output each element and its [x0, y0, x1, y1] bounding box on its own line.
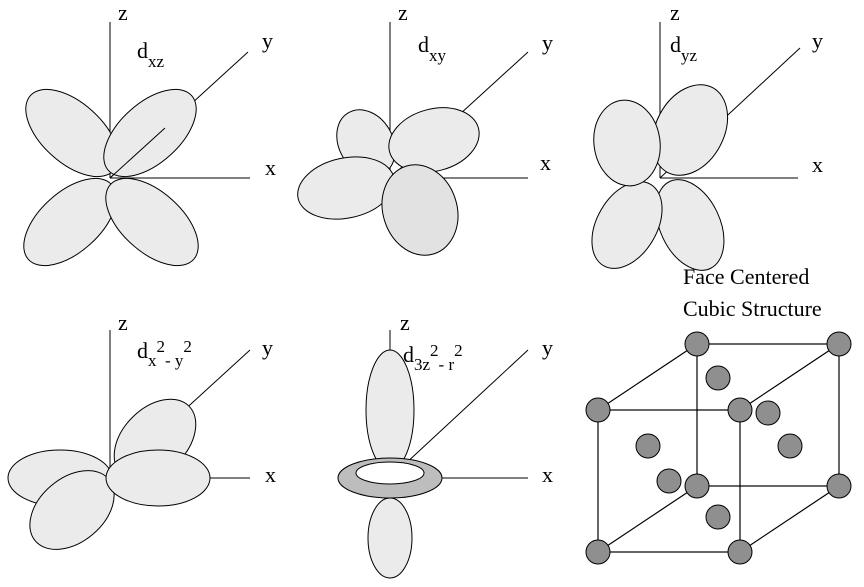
cube-edge — [597, 343, 698, 411]
panel-dxz: z y x dxz — [23, 0, 276, 267]
cube-front-face — [597, 409, 741, 553]
torus-hole — [355, 461, 425, 485]
atom-face-left — [635, 433, 661, 459]
fcc-atoms — [585, 331, 852, 565]
x-axis-label: x — [265, 462, 276, 487]
atom-corner — [585, 539, 611, 565]
lobe-back-right — [388, 107, 480, 173]
x-axis-label: x — [812, 152, 823, 177]
cube-back-face — [696, 343, 840, 487]
atom-face-right — [777, 433, 803, 459]
cube-edge — [739, 343, 840, 411]
panel-dxy: z y x dxy — [297, 0, 553, 256]
lobe-bottom — [367, 497, 413, 579]
x-axis-label: x — [542, 462, 553, 487]
y-axis-label: y — [542, 30, 553, 55]
atom-face-top — [705, 365, 731, 391]
atom-face-bottom — [705, 504, 731, 530]
panel-d3z2-r2: z y x d3z2- r2 — [337, 310, 553, 579]
atom-corner — [826, 473, 852, 499]
atom-corner — [826, 331, 852, 357]
atom-corner — [727, 397, 753, 423]
orbital-label-d3z2-r2: d3z2- r2 — [403, 341, 463, 374]
y-axis-label: y — [262, 335, 273, 360]
z-axis-label: z — [400, 310, 410, 335]
orbital-label-dx2-y2: dx2- y2 — [137, 337, 192, 370]
orbital-label-dxy: dxy — [418, 32, 447, 65]
atom-face-back — [755, 400, 781, 426]
x-axis-label: x — [540, 150, 551, 175]
cube-edge — [739, 485, 840, 553]
z-axis-label: z — [398, 0, 408, 25]
atom-corner — [684, 473, 710, 499]
lobe-lower-right — [655, 179, 725, 271]
orbital-label-dxz: dxz — [137, 38, 165, 71]
z-axis-label: z — [118, 310, 128, 335]
y-axis — [389, 349, 529, 479]
lobe-lower-right — [105, 177, 199, 267]
z-axis-label: z — [118, 0, 128, 25]
y-axis-front — [109, 127, 166, 179]
lobe-upper-right — [103, 88, 197, 178]
atom-corner — [684, 331, 710, 357]
fcc-title-line1: Face Centered — [683, 264, 809, 289]
atom-face-front — [656, 468, 682, 494]
y-axis-label: y — [812, 28, 823, 53]
orbital-label-dyz: dyz — [670, 32, 698, 65]
lobe-upper-right — [651, 84, 729, 176]
lobe-lower-left — [591, 181, 663, 269]
y-axis-label: y — [262, 28, 273, 53]
atom-corner — [585, 397, 611, 423]
fcc-panel: Face Centered Cubic Structure — [585, 264, 852, 565]
lobe-front-right — [381, 164, 459, 256]
lobe-upper-left — [593, 99, 661, 187]
panel-dx2-y2: z y x dx2- y2 — [7, 310, 276, 550]
lobe-top — [365, 349, 415, 471]
z-axis-label: z — [670, 0, 680, 25]
lobe-right — [105, 449, 211, 507]
x-axis-label: x — [265, 155, 276, 180]
y-axis-label: y — [542, 335, 553, 360]
fcc-cube-edges — [597, 343, 840, 553]
atom-corner — [727, 539, 753, 565]
panel-dyz: z y x dyz — [591, 0, 823, 271]
cube-edge — [597, 485, 698, 553]
fcc-title-line2: Cubic Structure — [683, 296, 822, 321]
